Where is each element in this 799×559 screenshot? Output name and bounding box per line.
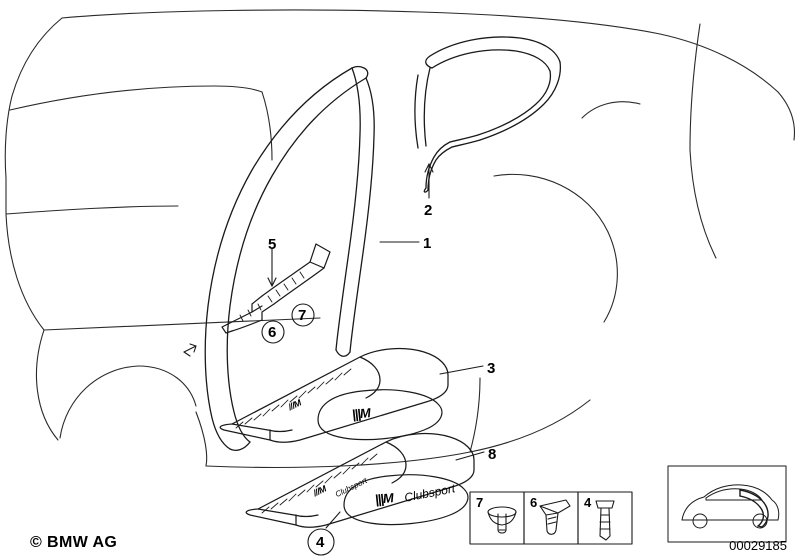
part-5-inner-trim-strip <box>221 243 331 334</box>
callout-8: 8 <box>488 446 497 463</box>
m-badge-part3: |||M <box>351 405 373 422</box>
push-rivet-icon <box>487 506 517 534</box>
legend-callout-4: 4 <box>584 495 592 510</box>
car-body-outline <box>4 9 796 469</box>
callout-7: 7 <box>298 307 307 324</box>
legend-callout-6: 6 <box>530 495 538 510</box>
m-sill-plate-part3 <box>317 389 443 441</box>
part-8-door-sill-trim-clubsport <box>245 433 475 528</box>
diagram-part-number: 00029185 <box>729 538 787 553</box>
legend-callout-7: 7 <box>476 495 484 510</box>
m-badge-part8: |||M <box>374 490 396 507</box>
orientation-arrow-marker <box>183 343 197 357</box>
leader-lines <box>267 163 485 529</box>
legend-fastener-boxes <box>469 491 633 545</box>
callout-6: 6 <box>268 324 277 341</box>
clubsport-sill-plate-part8 <box>343 474 469 526</box>
bmw-copyright: © BMW AG <box>30 534 118 551</box>
callout-circles <box>261 303 335 556</box>
part-1-front-door-seal <box>204 65 375 451</box>
callout-4: 4 <box>316 534 325 551</box>
vehicle-locator-thumbnail <box>667 465 787 543</box>
callout-3: 3 <box>487 360 496 377</box>
callout-1: 1 <box>423 235 432 252</box>
expanding-rivet-icon <box>595 500 615 541</box>
callout-2: 2 <box>424 202 433 219</box>
clip-bracket-icon <box>539 499 571 535</box>
part-3-door-sill-trim <box>219 348 449 443</box>
callout-5: 5 <box>268 236 277 253</box>
part-2-rear-door-seal <box>414 36 562 193</box>
